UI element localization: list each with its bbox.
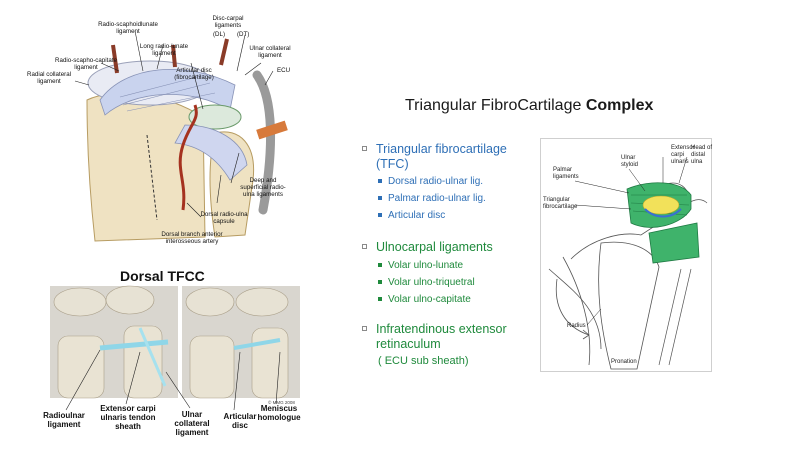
label-ulnar-collateral-2: Ulnar collateral ligament — [174, 410, 210, 437]
capsule-shape — [174, 124, 248, 181]
title-prefix: Triangular FibroCartilage — [405, 97, 586, 114]
bullet-3-line1: Infratendinous extensor — [376, 322, 507, 336]
sub-marker-1-2 — [378, 196, 382, 200]
yellow-disc-shape — [642, 195, 680, 215]
sub-marker-2-1 — [378, 263, 382, 267]
dorsal-tfcc-figure: Dorsal TFCC © M — [40, 268, 305, 440]
bullet-list: Triangular fibrocartilage (TFC) Dorsal r… — [362, 142, 540, 372]
sub-marker-1-1 — [378, 179, 382, 183]
bullet-1-line2: (TFC) — [376, 157, 409, 171]
sub-1-1: Dorsal radio-ulnar lig. — [388, 176, 484, 187]
sub-1-2: Palmar radio-ulnar lig. — [388, 193, 486, 204]
bullet-2-line1: Ulnocarpal ligaments — [376, 240, 493, 254]
label-dorsal-branch: Dorsal branch anterior interosseous arte… — [161, 231, 223, 245]
bullet-marker-1 — [362, 146, 367, 151]
orange-band-shape — [256, 120, 288, 140]
ligament-fibres — [99, 69, 236, 116]
label-radius: Radius — [567, 323, 586, 329]
artery-shape — [178, 104, 198, 211]
label-meniscus: Meniscus homologue — [257, 404, 301, 422]
sub-2-3: Volar ulno-capitate — [388, 294, 471, 305]
palmar-view-figure: Extensor carpi ulnaris Head of distal ul… — [540, 138, 712, 372]
sub-2-1: Volar ulno-lunate — [388, 260, 464, 271]
label-articular-disc: Articular disc (fibrocartilage) — [174, 67, 214, 81]
label-extensor-sheath: Extensor carpi ulnaris tendon sheath — [100, 404, 156, 431]
label-dt: (DT) — [237, 31, 250, 38]
palmar-view-illustration — [548, 156, 708, 370]
articular-disc-shape — [188, 104, 242, 130]
label-dl: (DL) — [213, 31, 226, 38]
label-long-radio-lunate: Long radio-lunate ligament — [139, 43, 189, 57]
title-bold: Complex — [585, 97, 654, 114]
label-ulnar-collateral: Ulnar collateral ligament — [249, 45, 291, 59]
sub-marker-2-2 — [378, 280, 382, 284]
label-dorsal-radio-ulna: Dorsal radio-ulna capsule — [200, 211, 248, 225]
copyright-text: © MMG 2008 — [268, 400, 295, 405]
bullet-3-line2: retinaculum — [376, 337, 441, 351]
bullet-marker-2 — [362, 244, 367, 249]
bullet-1-line1: Triangular fibrocartilage — [376, 142, 507, 156]
label-ecu: ECU — [277, 67, 291, 74]
sub-marker-2-3 — [378, 297, 382, 301]
slide-title: Triangular FibroCartilage Complex — [405, 97, 653, 115]
sub-marker-1-3 — [378, 213, 382, 217]
label-palmar-ligaments: Palmar ligaments — [553, 167, 579, 180]
bullet-3-note: ( ECU sub sheath) — [378, 355, 469, 367]
label-deep-superficial: Deep and superficial radio-ulna ligament… — [240, 177, 286, 198]
label-articular-disc-2: Articular disc — [223, 412, 257, 430]
label-radio-scaphoidlunate: Radio-scaphoidlunate ligament — [98, 21, 158, 35]
lower-green-band-shape — [648, 222, 700, 264]
radius-bone-shape — [86, 92, 206, 242]
tfcc-anatomy-figure: Radio-scaphoidlunate ligament Disc-carpa… — [25, 5, 295, 255]
label-head-distal-ulna: Head of distal ulna — [691, 145, 713, 165]
sub-2-2: Volar ulno-triquetral — [388, 277, 475, 288]
dorsal-tfcc-title: Dorsal TFCC — [120, 268, 205, 284]
pronation-arrow — [555, 278, 590, 336]
sub-1-3: Articular disc — [388, 210, 446, 221]
label-extensor-carpi: Extensor carpi ulnaris — [671, 145, 695, 165]
label-radial-collateral: Radial collateral ligament — [26, 71, 72, 85]
dorsal-tfcc-illustration — [50, 285, 300, 411]
label-radio-scapho-capitate: Radio-scapho-capitate ligament — [55, 57, 117, 71]
label-disc-carpal: Disc-carpal ligaments — [212, 15, 244, 29]
label-radioulnar: Radioulnar ligament — [43, 411, 85, 429]
label-ulnar-styloid: Ulnar styloid — [621, 155, 639, 168]
tfcc-anatomy-illustration — [74, 30, 288, 242]
label-pronation: Pronation — [611, 359, 637, 365]
label-triangular-fibrocartilage: Triangular fibrocartilage — [543, 197, 578, 210]
bullet-marker-3 — [362, 326, 367, 331]
